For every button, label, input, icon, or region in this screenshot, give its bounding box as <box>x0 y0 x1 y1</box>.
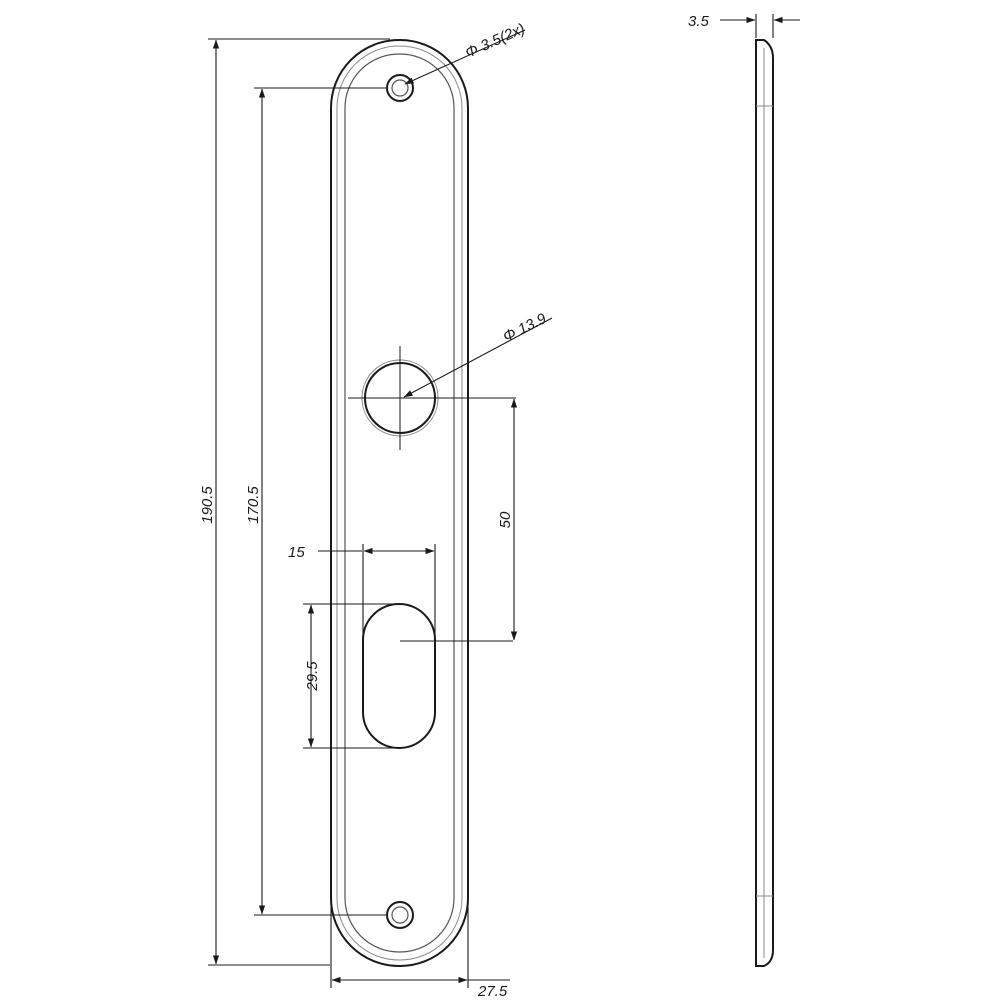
dim-label-center-distance-wrap: 50 <box>497 511 514 528</box>
top-screw-hole <box>386 74 414 102</box>
dim-label-small-hole: Φ 3.5(2x) <box>463 20 528 61</box>
dimension-slot-height <box>303 603 400 749</box>
spindle-hole <box>348 346 516 450</box>
leader-large-hole <box>403 317 553 398</box>
front-view-plate <box>330 39 516 967</box>
dim-label-hole-spacing-wrap: 170.5 <box>245 486 262 524</box>
bottom-screw-hole <box>386 901 414 929</box>
dim-label-plate-width: 27.5 <box>477 983 508 1000</box>
plate-bevel-outer <box>336 45 463 961</box>
dim-label-small-hole-wrap: Φ 3.5(2x) <box>463 20 528 61</box>
cylinder-slot <box>362 603 513 749</box>
dim-label-large-hole: Φ 13.9 <box>500 310 549 346</box>
dimension-thickness <box>720 14 800 38</box>
dim-label-overall-height: 190.5 <box>199 486 216 524</box>
dimension-hole-spacing <box>254 87 386 916</box>
dim-label-slot-height-wrap: 29.5 <box>304 661 321 692</box>
dim-label-overall-height-wrap: 190.5 <box>199 486 216 524</box>
plate-outline <box>330 39 469 967</box>
plate-bevel-inner <box>344 53 455 953</box>
dim-label-thickness: 3.5 <box>688 13 710 30</box>
dimension-plate-width <box>330 900 510 988</box>
leader-small-hole <box>404 29 526 85</box>
dimension-slot-width <box>318 544 436 640</box>
dim-label-large-hole-wrap: Φ 13.9 <box>500 310 549 346</box>
dimension-overall-height <box>208 38 390 966</box>
side-view-plate <box>755 39 774 967</box>
dim-label-center-distance: 50 <box>497 511 514 528</box>
dim-label-hole-spacing: 170.5 <box>245 486 262 524</box>
dim-label-slot-height: 29.5 <box>304 661 321 692</box>
dim-label-slot-width: 15 <box>288 544 305 561</box>
